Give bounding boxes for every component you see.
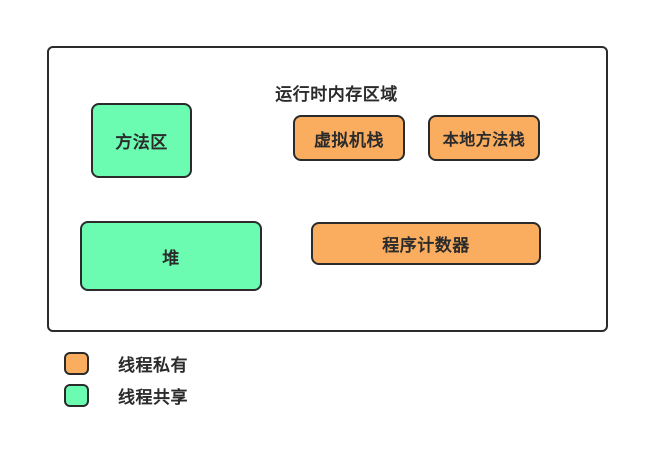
node-vm-stack: 虚拟机栈: [293, 115, 405, 161]
node-method-area-label: 方法区: [115, 133, 168, 152]
node-heap-label: 堆: [162, 248, 180, 268]
node-program-counter: 程序计数器: [311, 222, 541, 265]
legend-label-thread-private: 线程私有: [118, 356, 188, 375]
diagram-title: 运行时内存区域: [275, 85, 398, 104]
legend-label-thread-shared: 线程共享: [118, 388, 188, 407]
legend-item-thread-private: 线程私有: [64, 352, 188, 375]
legend-item-thread-shared: 线程共享: [64, 384, 188, 407]
legend-swatch-thread-private: [64, 352, 89, 375]
node-native-method-stack: 本地方法栈: [428, 115, 540, 161]
node-method-area: 方法区: [91, 103, 192, 178]
node-program-counter-label: 程序计数器: [382, 236, 470, 255]
legend-swatch-thread-shared: [64, 384, 89, 407]
node-vm-stack-label: 虚拟机栈: [314, 130, 384, 150]
node-heap: 堆: [80, 221, 262, 291]
runtime-memory-container: 运行时内存区域 方法区 虚拟机栈 本地方法栈 堆 程序计数器: [47, 46, 608, 332]
node-native-method-stack-label: 本地方法栈: [442, 132, 526, 149]
